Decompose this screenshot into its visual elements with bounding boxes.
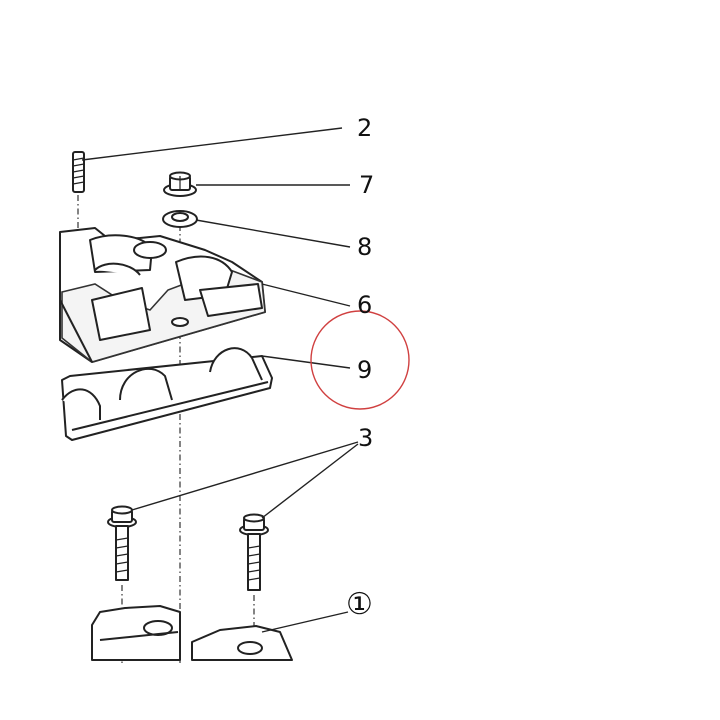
stud-part-2 [72,151,85,193]
leader-9 [261,355,351,369]
highlight-circle [310,310,410,410]
cover-part-6 [59,227,266,363]
callout-8: 8 [357,233,372,261]
callout-2: 2 [357,114,372,142]
callout-9: 9 [357,356,372,384]
leader-8 [195,219,351,248]
callout-3: 3 [358,424,373,452]
leader-3-left [131,441,359,511]
leader-2 [81,127,343,161]
leader-6 [261,283,351,307]
callout-1: ① [346,587,373,622]
cylinder-head-part-1 [91,605,293,661]
gasket-part-9 [61,347,273,441]
bolt-part-3-right [239,513,269,591]
leader-3-right [261,443,359,519]
callout-7: 7 [359,171,374,199]
leader-1 [261,611,349,633]
bolt-part-3-left [107,505,137,581]
callout-6: 6 [357,291,372,319]
bolt-part-7 [163,171,197,197]
washer-part-8 [162,210,198,228]
